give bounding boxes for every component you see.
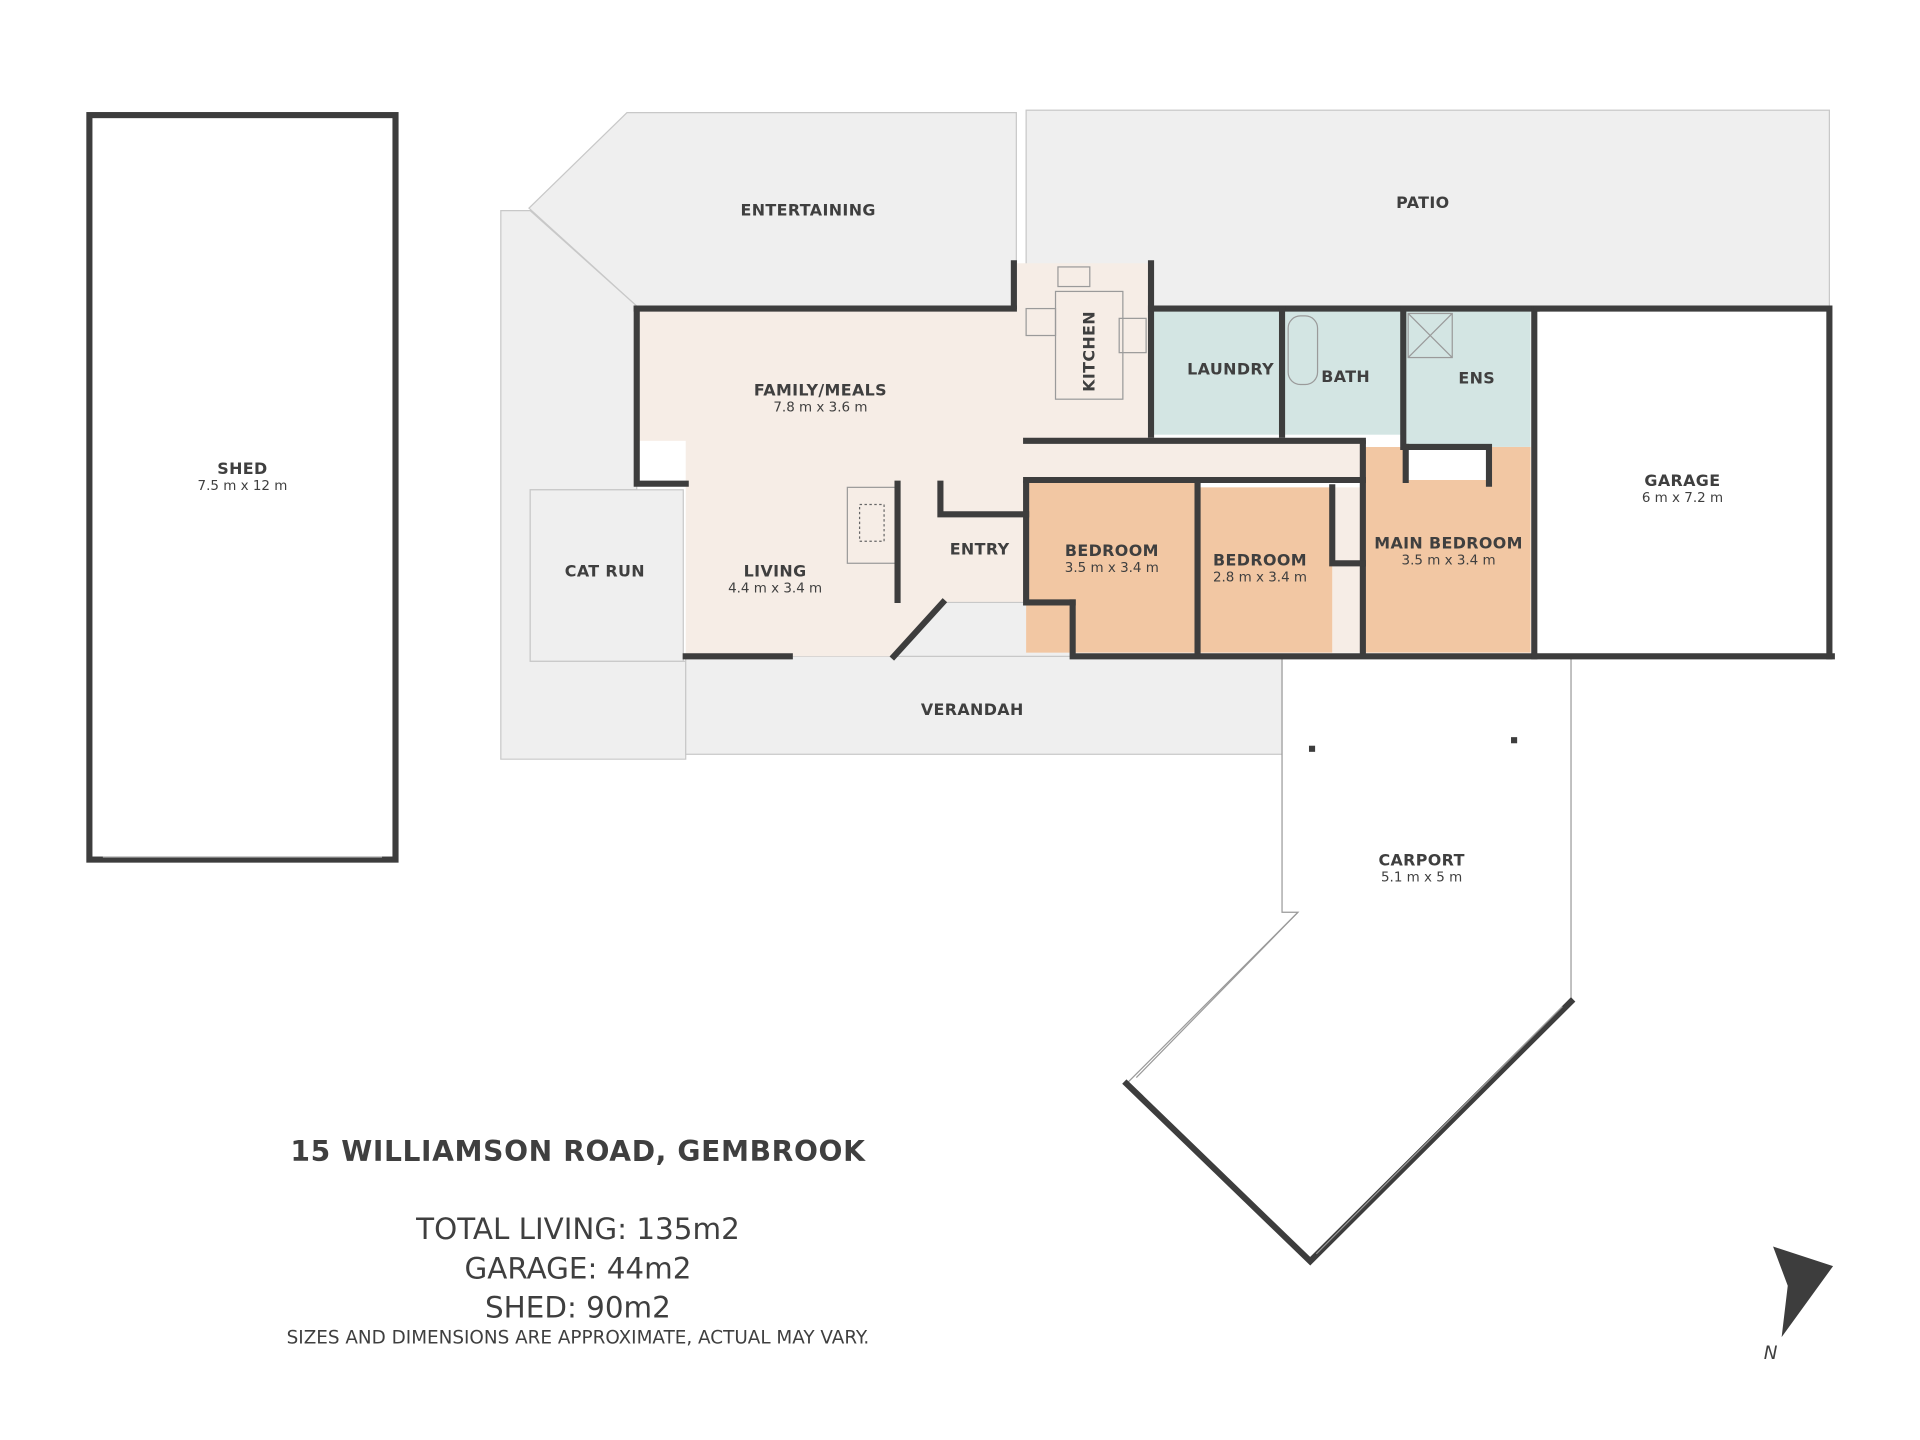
living-dims: 4.4 m x 3.4 m bbox=[728, 582, 822, 597]
wall bbox=[1329, 484, 1366, 567]
wall bbox=[1533, 305, 1833, 660]
bath-label: BATH bbox=[1321, 367, 1370, 386]
bath-room bbox=[1282, 308, 1404, 435]
wall bbox=[633, 305, 689, 487]
family-meals-dims: 7.8 m x 3.6 m bbox=[773, 400, 867, 415]
linen-closet bbox=[1332, 487, 1363, 653]
shed bbox=[86, 112, 399, 863]
carport-post bbox=[1308, 745, 1316, 752]
verandah-label: VERANDAH bbox=[921, 700, 1024, 719]
wall bbox=[937, 480, 1030, 518]
carport-wall bbox=[1122, 997, 1576, 1266]
carport-dims: 5.1 m x 5 m bbox=[1381, 871, 1462, 886]
ensuite-room bbox=[1403, 308, 1531, 447]
shower bbox=[1407, 312, 1453, 359]
kitchen-sink bbox=[1057, 266, 1091, 288]
carport-label: CARPORT bbox=[1378, 851, 1464, 870]
north-arrow-icon: N bbox=[1764, 1246, 1834, 1364]
carport-edge bbox=[1315, 1006, 1563, 1255]
wall bbox=[889, 598, 948, 661]
entry-label: ENTRY bbox=[950, 540, 1010, 559]
main-bedroom-dims: 3.5 m x 3.4 m bbox=[1402, 553, 1496, 568]
family-meals-label: FAMILY/MEALS bbox=[754, 381, 887, 400]
shed-label: SHED bbox=[217, 459, 267, 478]
shed-dims: 7.5 m x 12 m bbox=[198, 479, 288, 494]
patio-area bbox=[1025, 109, 1830, 307]
bedroom-2-room bbox=[1197, 487, 1333, 653]
kitchen-bench bbox=[1025, 307, 1057, 337]
wall bbox=[1400, 305, 1493, 487]
cooktop bbox=[1118, 317, 1147, 354]
garage-label: GARAGE bbox=[1644, 471, 1720, 490]
total-living-area: TOTAL LIVING: 135m2 bbox=[415, 1212, 740, 1246]
fireplace-hearth bbox=[858, 503, 885, 542]
garage-dims: 6 m x 7.2 m bbox=[1642, 491, 1723, 506]
living-label: LIVING bbox=[744, 562, 807, 581]
bedroom-2-label: BEDROOM bbox=[1213, 551, 1307, 570]
cat-run-area bbox=[529, 489, 684, 662]
wall bbox=[1023, 480, 1076, 606]
bedroom-1-dims: 3.5 m x 3.4 m bbox=[1065, 561, 1159, 576]
cat-run-label: CAT RUN bbox=[565, 562, 645, 581]
kitchen-island bbox=[1054, 290, 1124, 400]
kitchen-label: KITCHEN bbox=[1080, 311, 1099, 392]
laundry-room bbox=[1151, 308, 1283, 435]
bedroom-1-label: BEDROOM bbox=[1065, 541, 1159, 560]
carport-post bbox=[1511, 737, 1518, 744]
hallway bbox=[1026, 440, 1363, 480]
wall bbox=[1069, 599, 1835, 660]
carport-edge bbox=[1135, 911, 1299, 1078]
property-address: 15 WILLIAMSON ROAD, GEMBROOK bbox=[290, 1135, 866, 1168]
main-bedroom-room bbox=[1362, 446, 1531, 653]
ens-label: ENS bbox=[1458, 368, 1495, 387]
bedroom-1-room bbox=[1026, 480, 1198, 653]
shed-area: SHED: 90m2 bbox=[485, 1291, 671, 1325]
disclaimer: SIZES AND DIMENSIONS ARE APPROXIMATE, AC… bbox=[287, 1327, 870, 1348]
bathtub bbox=[1287, 315, 1319, 386]
main-bedroom-label: MAIN BEDROOM bbox=[1374, 534, 1523, 553]
bedroom-2-dims: 2.8 m x 3.4 m bbox=[1213, 571, 1307, 586]
shower-cross bbox=[1407, 313, 1453, 358]
patio-label: PATIO bbox=[1396, 193, 1449, 212]
garage-area: GARAGE: 44m2 bbox=[465, 1251, 692, 1285]
verandah-area bbox=[685, 655, 1283, 755]
north-label: N bbox=[1764, 1343, 1778, 1364]
laundry-label: LAUNDRY bbox=[1187, 360, 1274, 379]
entertaining-label: ENTERTAINING bbox=[741, 201, 876, 220]
garage-room bbox=[1536, 306, 1830, 657]
